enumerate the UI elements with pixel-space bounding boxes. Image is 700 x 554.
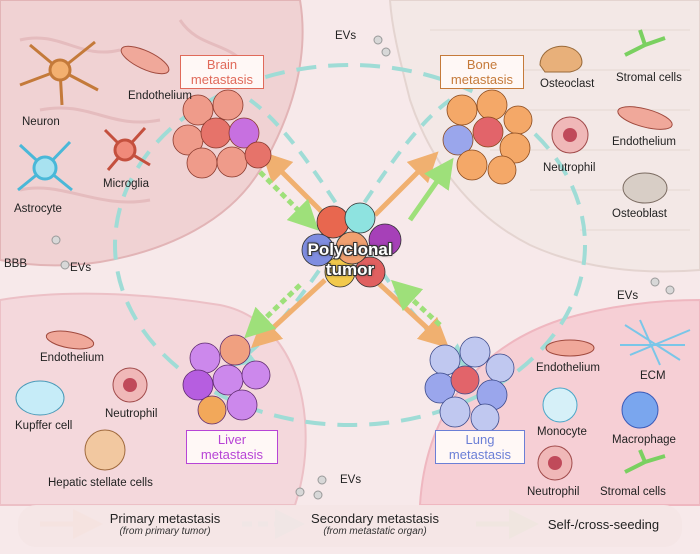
ecm-icon xyxy=(620,319,691,366)
monocyte-label: Monocyte xyxy=(537,426,587,438)
liver-neutrophil-icon xyxy=(112,367,148,403)
monocyte-icon xyxy=(542,387,578,423)
lung-metastasis-cluster xyxy=(424,336,515,433)
bone-metastasis-label: Bone metastasis xyxy=(440,55,524,89)
astrocyte-icon xyxy=(17,140,73,192)
center-label: Polyclonal tumor xyxy=(307,240,393,279)
hepatic-stellate-icon xyxy=(84,429,126,471)
bone-metastasis-cluster xyxy=(442,89,533,185)
ecm-label: ECM xyxy=(640,370,666,382)
osteoclast-icon xyxy=(539,45,583,73)
seeding-arrows xyxy=(244,157,454,339)
hepatic-stellate-label: Hepatic stellate cells xyxy=(48,477,153,489)
lung-endothelium-icon xyxy=(545,339,595,357)
legend-primary: Primary metastasis (from primary tumor) xyxy=(100,511,230,537)
primary-tumor-cluster xyxy=(301,202,402,288)
liver-endothelium-icon xyxy=(45,330,95,350)
bone-neutrophil-icon xyxy=(551,116,589,154)
legend-secondary-label: Secondary metastasis xyxy=(311,511,439,526)
legend-seeding: Self-/cross-seeding xyxy=(536,517,671,532)
astrocyte-label: Astrocyte xyxy=(14,203,62,215)
legend xyxy=(18,505,682,547)
lung-stromal-icon xyxy=(624,449,666,474)
lung-evs-label: EVs xyxy=(617,290,639,302)
kupffer-label: Kupffer cell xyxy=(15,420,73,432)
macrophage-label: Macrophage xyxy=(612,434,676,446)
neuron-label: Neuron xyxy=(22,116,60,128)
bone-neutrophil-label: Neutrophil xyxy=(543,162,596,174)
liver-neutrophil-label: Neutrophil xyxy=(105,408,158,420)
bottom-evs-label: EVs xyxy=(340,474,362,486)
bbb-label: BBB xyxy=(4,258,28,270)
ev-particles xyxy=(51,35,675,500)
neuron-icon xyxy=(19,40,99,106)
lung-stromal-label: Stromal cells xyxy=(600,486,666,498)
legend-secondary-sub: (from metastatic organ) xyxy=(323,526,427,537)
osteoblast-icon xyxy=(622,172,668,204)
liver-metastasis-label: Liver metastasis xyxy=(186,430,278,464)
brain-endothelium-icon xyxy=(120,45,170,75)
legend-primary-label: Primary metastasis xyxy=(109,511,221,526)
legend-seeding-label: Self-/cross-seeding xyxy=(547,517,660,532)
bone-endothelium-label: Endothelium xyxy=(612,136,676,148)
brain-metastasis-cluster xyxy=(172,89,272,179)
brain-metastasis-label: Brain metastasis xyxy=(180,55,264,89)
secondary-metastasis-ring xyxy=(113,63,587,427)
osteoclast-label: Osteoclast xyxy=(540,78,595,90)
microglia-icon xyxy=(103,126,151,171)
legend-primary-sub: (from primary tumor) xyxy=(119,526,211,537)
bone-stromal-label: Stromal cells xyxy=(616,72,682,84)
bone-stromal-icon xyxy=(624,29,666,57)
liver-metastasis-cluster xyxy=(182,334,271,425)
lung-neutrophil-label: Neutrophil xyxy=(527,486,580,498)
kupffer-cell-icon xyxy=(15,380,65,416)
macrophage-icon xyxy=(621,391,659,429)
lung-neutrophil-icon xyxy=(537,445,573,481)
legend-secondary: Secondary metastasis (from metastatic or… xyxy=(300,511,450,537)
lung-endothelium-label: Endothelium xyxy=(536,362,600,374)
bone-endothelium-icon xyxy=(617,106,673,130)
brain-endothelium-label: Endothelium xyxy=(128,90,192,102)
osteoblast-label: Osteoblast xyxy=(612,208,667,220)
microglia-label: Microglia xyxy=(103,178,150,190)
liver-endothelium-label: Endothelium xyxy=(40,352,104,364)
brain-evs-label: EVs xyxy=(70,262,92,274)
top-evs-label: EVs xyxy=(335,30,357,42)
lung-metastasis-label: Lung metastasis xyxy=(435,430,525,464)
